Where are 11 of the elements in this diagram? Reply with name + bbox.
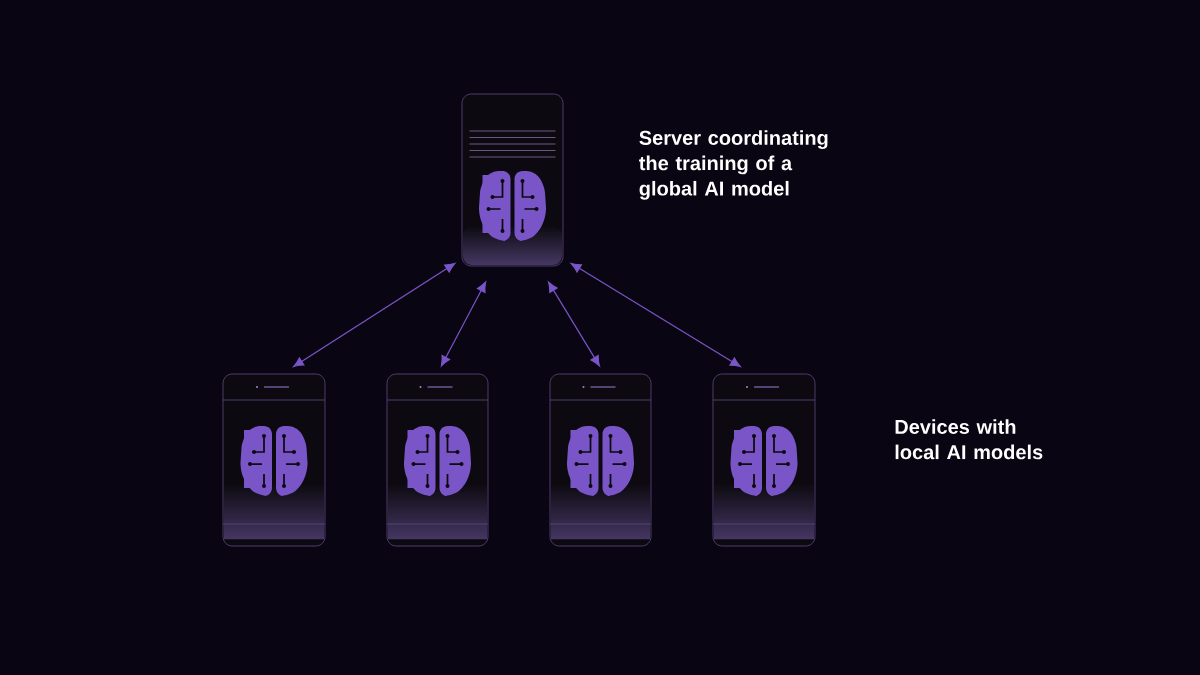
phone-drawing xyxy=(386,373,489,547)
arrow xyxy=(293,262,456,368)
node-label: Server coordinating the training of a global AI model xyxy=(639,130,828,200)
server-drawing xyxy=(461,93,564,267)
phone-drawing xyxy=(222,373,326,547)
caption: Devices with local AI models xyxy=(895,419,1043,460)
arrow xyxy=(548,281,600,367)
arrow xyxy=(440,281,487,367)
arrow xyxy=(570,262,741,368)
phone-drawing xyxy=(549,373,652,547)
phone-drawing xyxy=(712,373,816,547)
